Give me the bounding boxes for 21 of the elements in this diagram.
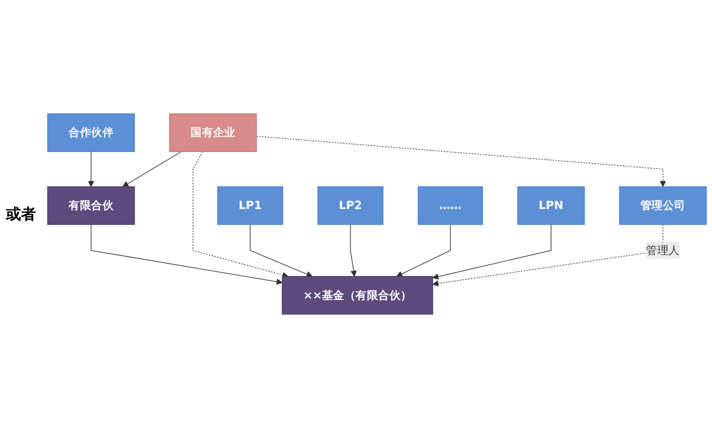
node-box: 管理公司 bbox=[619, 186, 707, 225]
node-box: 国有企业 bbox=[169, 113, 257, 152]
arrow bbox=[432, 224, 552, 280]
arrow bbox=[432, 224, 664, 286]
node-box: LP2 bbox=[317, 186, 384, 225]
node-box: 合作伙伴 bbox=[47, 113, 135, 152]
arrow bbox=[122, 151, 182, 187]
node-box: 有限合伙 bbox=[47, 186, 135, 225]
arrow bbox=[192, 151, 288, 278]
arrow bbox=[256, 136, 666, 187]
arrow bbox=[90, 224, 282, 285]
node-box: LP1 bbox=[217, 186, 284, 225]
arrow bbox=[350, 224, 357, 277]
arrow bbox=[396, 224, 451, 277]
note-text: 或者 bbox=[6, 204, 36, 224]
node-box: …… bbox=[418, 186, 483, 225]
node-box: ××基金（有限合伙） bbox=[282, 276, 434, 315]
node-box: LPN bbox=[517, 186, 585, 225]
arrow bbox=[88, 151, 94, 187]
edge-label: 管理人 bbox=[646, 243, 680, 257]
arrow bbox=[250, 224, 312, 278]
